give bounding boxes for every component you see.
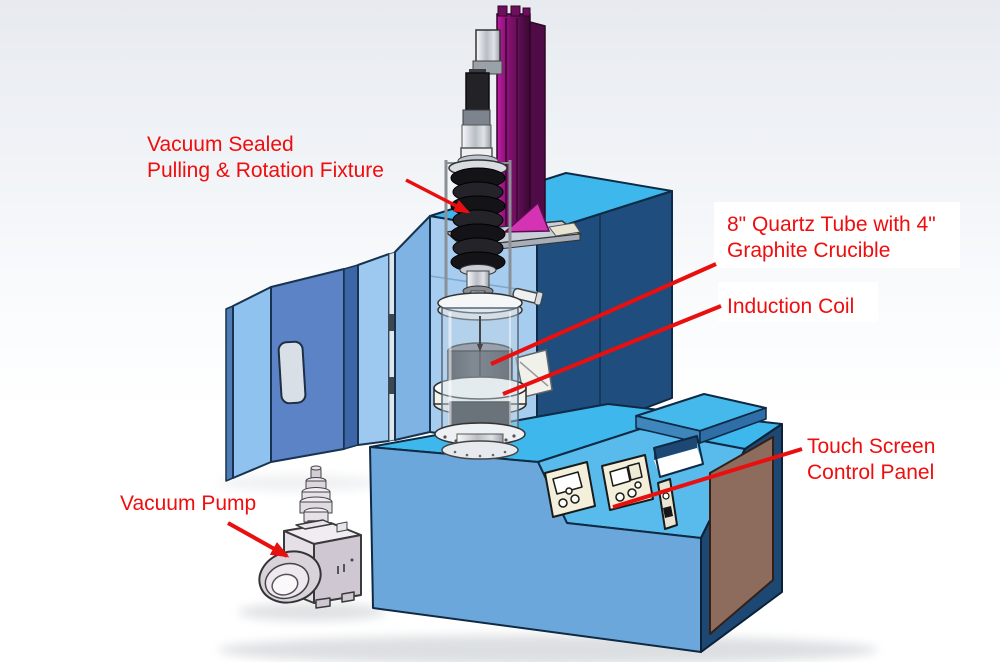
label-line: Graphite Crucible	[727, 239, 891, 262]
door-viewport	[277, 340, 307, 405]
panel-button	[558, 498, 568, 508]
quartz-tube-assembly	[433, 287, 553, 460]
leader-pulling-fixture	[405, 178, 471, 214]
panel-button	[565, 487, 573, 495]
label-line: Touch Screen	[807, 435, 936, 458]
display-screen	[552, 471, 583, 495]
panel-button	[615, 492, 625, 502]
panel-cutout	[653, 435, 704, 478]
label-line: Induction Coil	[727, 295, 855, 318]
rotation-motor	[465, 72, 490, 112]
leader-touch-screen	[612, 447, 803, 509]
leader-quartz-tube	[490, 262, 717, 366]
annotation-lines	[227, 178, 960, 558]
label-vacuum-pump: Vacuum Pump	[120, 491, 256, 517]
panel-button	[570, 494, 580, 504]
panel-button	[627, 488, 637, 498]
door-hinge	[388, 377, 396, 394]
rail-gusset-bracket	[502, 201, 551, 233]
indicator-light	[662, 492, 670, 500]
quartz-tube	[441, 307, 519, 433]
pulling-head	[460, 29, 503, 170]
leader-vacuum-pump	[227, 521, 290, 558]
label-line: Vacuum Sealed	[147, 133, 294, 156]
vertical-rail	[444, 5, 583, 254]
side-port	[512, 287, 544, 306]
door-hinge	[388, 314, 396, 331]
label-line: 8" Quartz Tube with 4"	[727, 213, 936, 236]
label-induction-coil: Induction Coil	[727, 294, 854, 320]
label-touch-screen: Touch Screen Control Panel	[807, 434, 935, 486]
power-switch	[663, 506, 673, 518]
label-line: Control Panel	[807, 461, 935, 484]
chamber-door	[225, 215, 431, 482]
panel-button	[634, 481, 642, 489]
pump-motor-horn	[258, 550, 322, 604]
vacuum-pump	[258, 465, 362, 609]
label-line: Vacuum Pump	[120, 492, 257, 515]
touch-screen	[609, 466, 631, 487]
leader-induction-coil	[502, 304, 722, 396]
base-ring	[441, 440, 519, 460]
label-pulling-fixture: Vacuum Sealed Pulling & Rotation Fixture	[147, 132, 384, 184]
label-quartz-tube: 8" Quartz Tube with 4" Graphite Crucible	[727, 212, 936, 264]
label-line: Pulling & Rotation Fixture	[147, 159, 384, 182]
side-panel	[709, 436, 774, 635]
